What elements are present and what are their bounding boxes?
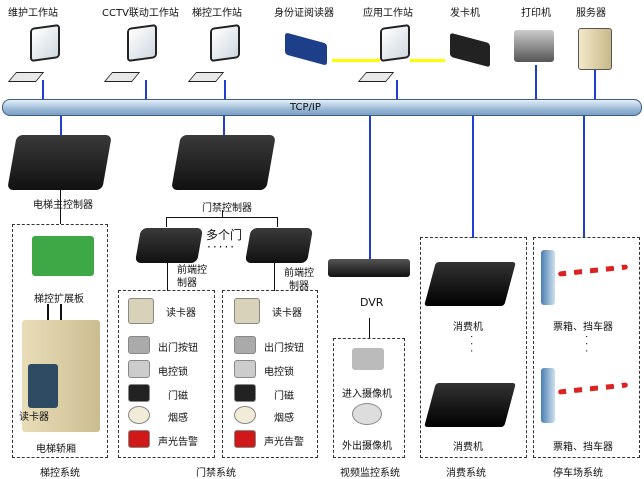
alarm-light-icon bbox=[234, 430, 256, 448]
label-door-item: 烟感 bbox=[274, 413, 294, 424]
label-door-item: 读卡器 bbox=[272, 308, 302, 319]
expansion-board-icon bbox=[32, 236, 94, 276]
tcp-ip-bus bbox=[2, 99, 642, 116]
label-printer: 打印机 bbox=[521, 8, 551, 19]
server-icon bbox=[578, 28, 612, 70]
label-app-workstation: 应用工作站 bbox=[363, 8, 413, 19]
front-controller bbox=[134, 228, 204, 263]
label-door-item: 电控锁 bbox=[158, 367, 188, 378]
bus-label: TCP/IP bbox=[290, 102, 321, 113]
label-door-item: 出门按钮 bbox=[158, 343, 198, 354]
elevator-system-box bbox=[12, 224, 108, 458]
label-door-item: 门磁 bbox=[274, 391, 294, 402]
parking-system-box bbox=[533, 237, 640, 458]
label-door-item: 声光告警 bbox=[158, 437, 198, 448]
label-door-item: 读卡器 bbox=[166, 308, 196, 319]
label-pos-terminal: 消费机 bbox=[453, 322, 483, 333]
dvr-icon bbox=[328, 259, 410, 277]
access-controller bbox=[171, 135, 276, 190]
consumption-system-box bbox=[420, 237, 527, 458]
monitor-icon bbox=[127, 23, 157, 63]
label-access-controller: 门禁控制器 bbox=[202, 203, 252, 214]
card-issuer-icon bbox=[450, 32, 490, 68]
label-maintenance-workstation: 维护工作站 bbox=[8, 8, 58, 19]
monitor-icon bbox=[30, 23, 60, 63]
front-controller bbox=[244, 228, 314, 263]
label-expansion-board: 梯控扩展板 bbox=[34, 294, 84, 305]
keyboard-icon bbox=[187, 72, 225, 82]
label-elevator-card-reader: 读卡器 bbox=[19, 412, 49, 423]
printer-icon bbox=[514, 30, 554, 62]
label-card-issuer: 发卡机 bbox=[450, 8, 480, 19]
label-door-item: 门磁 bbox=[168, 391, 188, 402]
dome-camera-icon bbox=[352, 403, 382, 425]
elevator-main-controller bbox=[7, 135, 112, 190]
video-system-box bbox=[333, 338, 405, 458]
label-cctv-workstation: CCTV联动工作站 bbox=[102, 8, 179, 19]
label-pos-terminal: 消费机 bbox=[453, 442, 483, 453]
label-dvr: DVR bbox=[360, 296, 384, 309]
label-door-item: 声光告警 bbox=[264, 437, 304, 448]
ticket-box-icon bbox=[541, 368, 555, 423]
card-reader-icon bbox=[128, 298, 154, 324]
label-out-camera: 外出摄像机 bbox=[342, 441, 392, 452]
label-elevator-main-controller: 电梯主控制器 bbox=[33, 200, 93, 211]
pos-terminal-icon bbox=[424, 262, 516, 306]
serial-link bbox=[410, 59, 445, 62]
door-sensor-icon bbox=[128, 384, 150, 402]
label-elevator-car: 电梯轿厢 bbox=[36, 444, 76, 455]
ticket-box-icon bbox=[541, 250, 555, 305]
electric-lock-icon bbox=[234, 360, 256, 378]
id-reader-icon bbox=[285, 32, 327, 66]
monitor-icon bbox=[380, 23, 410, 63]
label-access-system: 门禁系统 bbox=[196, 468, 236, 479]
label-server: 服务器 bbox=[576, 8, 606, 19]
label-elevator-system: 梯控系统 bbox=[40, 468, 80, 479]
label-door-item: 电控锁 bbox=[264, 367, 294, 378]
label-parking-gate: 票箱、挡车器 bbox=[553, 322, 613, 333]
smoke-detector-icon bbox=[128, 406, 150, 424]
label-front-controller: 前端控 bbox=[284, 268, 314, 279]
camera-icon bbox=[352, 348, 384, 370]
label-multi-door: 多个门 bbox=[206, 228, 243, 242]
keyboard-icon bbox=[7, 72, 45, 82]
label-door-item: 烟感 bbox=[168, 413, 188, 424]
serial-link bbox=[332, 59, 380, 62]
keyboard-icon bbox=[103, 72, 141, 82]
pos-terminal-icon bbox=[424, 383, 516, 427]
exit-button-icon bbox=[128, 336, 150, 354]
smoke-detector-icon bbox=[234, 406, 256, 424]
electric-lock-icon bbox=[128, 360, 150, 378]
label-video-system: 视频监控系统 bbox=[340, 468, 400, 479]
card-reader-icon bbox=[234, 298, 260, 324]
label-parking-system: 停车场系统 bbox=[553, 468, 603, 479]
label-consumption-system: 消费系统 bbox=[446, 468, 486, 479]
door-box bbox=[118, 290, 215, 458]
label-in-camera: 进入摄像机 bbox=[342, 389, 392, 400]
door-sensor-icon bbox=[234, 384, 256, 402]
door-box bbox=[222, 290, 318, 458]
ellipsis-dots: ··· bbox=[465, 335, 476, 357]
label-front-controller: 前端控制器 bbox=[177, 265, 207, 289]
monitor-icon bbox=[210, 23, 240, 63]
alarm-light-icon bbox=[128, 430, 150, 448]
keyboard-icon bbox=[357, 72, 395, 82]
label-elevator-workstation: 梯控工作站 bbox=[192, 8, 242, 19]
ellipsis-dots: ··· bbox=[580, 335, 591, 357]
ellipsis-dots: ····· bbox=[207, 240, 237, 254]
label-id-reader: 身份证阅读器 bbox=[274, 8, 334, 19]
label-parking-gate: 票箱、挡车器 bbox=[553, 442, 613, 453]
label-door-item: 出门按钮 bbox=[264, 343, 304, 354]
exit-button-icon bbox=[234, 336, 256, 354]
label-front-controller-2: 制器 bbox=[289, 281, 309, 292]
card-reader-icon bbox=[28, 364, 58, 408]
